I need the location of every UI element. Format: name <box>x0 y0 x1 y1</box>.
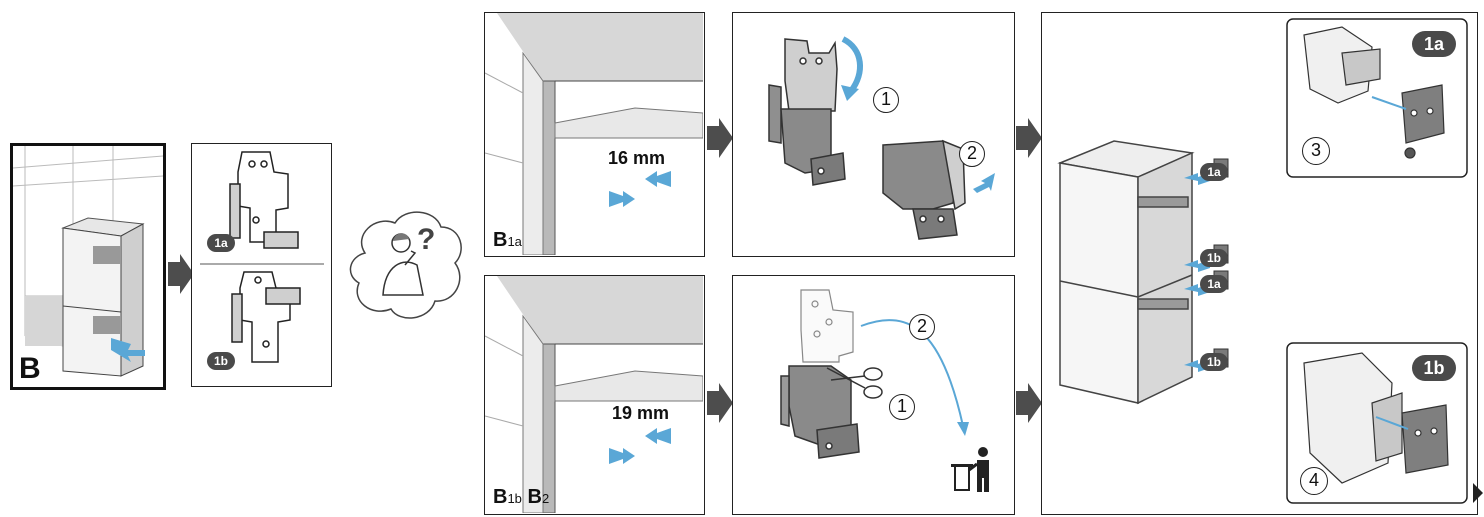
install-badge-1b-lower: 1b <box>1200 353 1228 371</box>
panel-bracket-options: 1a 1b <box>191 143 332 387</box>
panel-b1b-b2: 19 mm B1b B2 <box>484 275 705 515</box>
step-arrow-icon <box>1016 383 1042 423</box>
inset-badge-1b: 1b <box>1412 355 1456 381</box>
panel-b: B <box>10 143 166 390</box>
measure-16mm: 16 mm <box>606 148 667 169</box>
person-thinking-icon: ? <box>345 205 467 327</box>
cabinet-with-fridge-illustration <box>13 146 163 387</box>
badge-1a: 1a <box>207 234 235 252</box>
trash-person-icon <box>951 447 989 492</box>
panel-b-label: B <box>19 352 41 386</box>
step-3-marker: 3 <box>1302 137 1330 165</box>
cabinet-19mm-illustration <box>485 276 703 513</box>
continue-arrow-icon <box>1473 483 1483 503</box>
step-arrow-icon <box>707 118 733 158</box>
install-badge-1b: 1b <box>1200 249 1228 267</box>
badge-1b: 1b <box>207 352 235 370</box>
bracket-fold-illustration <box>733 13 1013 255</box>
step-2-marker: 2 <box>909 314 935 340</box>
question-icon: ? <box>417 223 435 256</box>
install-badge-1a-lower: 1a <box>1200 275 1228 293</box>
bracket-cut-illustration <box>733 276 1013 513</box>
bracket-icon <box>769 39 845 185</box>
panel-b1a-label: B1a <box>493 229 522 252</box>
bracket-options-illustration <box>192 144 330 385</box>
step-arrow-icon <box>1016 118 1042 158</box>
step-4-marker: 4 <box>1300 467 1328 495</box>
bracket-icon <box>781 366 859 458</box>
panel-b1b-b2-label: B1b B2 <box>493 486 549 509</box>
panel-step-cut: 2 1 <box>732 275 1015 515</box>
install-badge-1a: 1a <box>1200 163 1228 181</box>
panel-install-brackets: 1a 1b 1a 1b 1a 3 1b 4 <box>1041 12 1478 515</box>
step-2-marker: 2 <box>959 141 985 167</box>
refrigerator-icon <box>1060 141 1192 403</box>
bracket-icon <box>883 141 965 239</box>
measure-19mm: 19 mm <box>610 403 671 424</box>
fridge-install-illustration <box>1042 13 1476 513</box>
panel-step-fold: 1 2 <box>732 12 1015 257</box>
panel-b1a: 16 mm B1a <box>484 12 705 257</box>
inset-badge-1a: 1a <box>1412 31 1456 57</box>
step-1-marker: 1 <box>873 87 899 113</box>
step-arrow-icon <box>707 383 733 423</box>
bracket-icon <box>232 272 300 362</box>
bracket-icon <box>801 290 853 362</box>
bracket-icon <box>230 152 298 248</box>
step-1-marker: 1 <box>889 394 915 420</box>
cabinet-16mm-illustration <box>485 13 703 255</box>
